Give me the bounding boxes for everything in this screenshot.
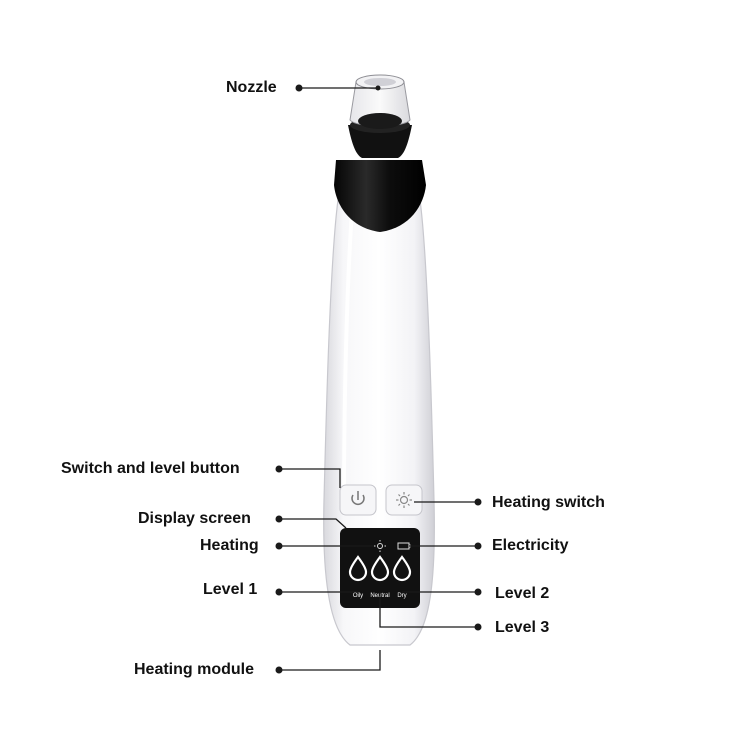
label-level-2: Level 2 [495,585,550,602]
power-button[interactable] [339,484,377,516]
nozzle-head [349,74,411,129]
heat-button[interactable] [385,484,423,516]
sun-icon [396,492,412,508]
label-heating: Heating [200,537,259,554]
label-heating-switch: Heating switch [492,494,605,511]
callout-lines [275,84,482,674]
mode-dry: Dry [397,593,406,599]
label-electricity: Electricity [492,537,569,554]
mode-oily: Oily [353,593,363,599]
label-display-screen: Display screen [138,510,251,527]
heating-indicator-icon [374,540,386,552]
label-level-1: Level 1 [203,581,258,598]
label-heating-module: Heating module [134,661,255,678]
power-icon [351,491,365,505]
nozzle-cap [334,117,426,232]
water-drop-icon [348,555,412,582]
label-switch-level-button: Switch and level button [61,460,240,477]
label-level-3: Level 3 [495,619,550,636]
label-nozzle: Nozzle [226,79,277,96]
